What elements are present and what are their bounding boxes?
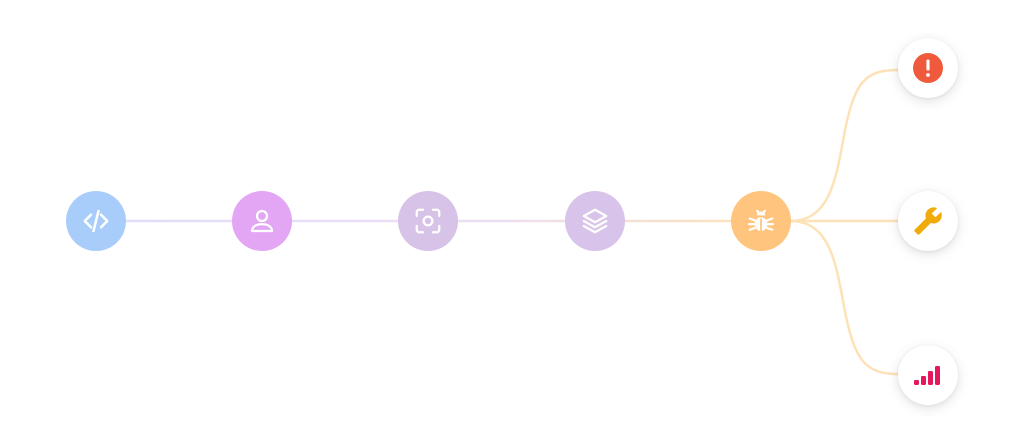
user-node[interactable] <box>232 191 292 251</box>
branch-line-bottom <box>789 219 899 376</box>
bug-icon <box>748 209 774 231</box>
code-node[interactable] <box>66 191 126 251</box>
layers-node[interactable] <box>565 191 625 251</box>
bug-node[interactable] <box>731 191 791 251</box>
wrench-output[interactable] <box>898 191 958 251</box>
scan-node[interactable] <box>398 191 458 251</box>
signal-icon <box>914 366 940 385</box>
scan-icon <box>415 208 441 234</box>
alert-output[interactable] <box>898 38 958 98</box>
wrench-icon <box>914 207 942 235</box>
user-icon <box>250 209 274 233</box>
code-icon <box>83 209 109 233</box>
branch-line-top <box>789 68 899 223</box>
layers-icon <box>582 208 608 234</box>
alert-icon <box>913 53 943 83</box>
signal-output[interactable] <box>898 345 958 405</box>
